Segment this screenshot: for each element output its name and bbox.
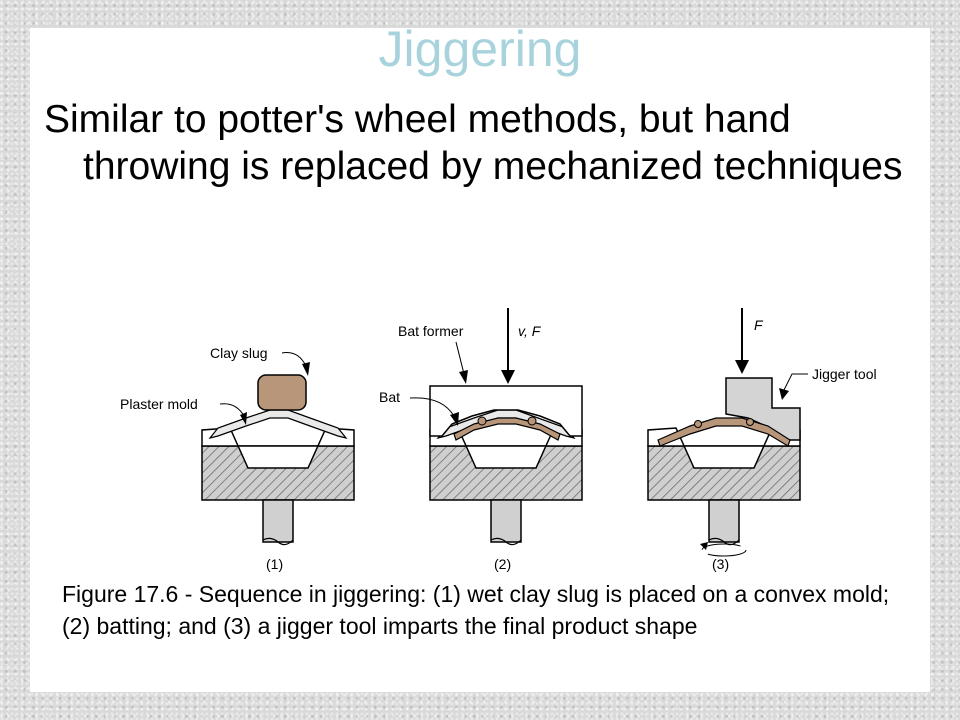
spindle-1 — [262, 499, 294, 543]
force-arrow-2-head — [501, 370, 515, 384]
arrow-clay-slug — [302, 362, 310, 376]
slide-title: Jiggering — [378, 21, 582, 77]
clay-shape-3 — [657, 417, 791, 447]
leader-bat — [409, 397, 455, 417]
arrow-bat — [450, 412, 459, 426]
leader-plaster-mold — [219, 403, 245, 417]
step-label-2: (2) — [494, 556, 511, 572]
jiggering-figure: Clay slug Plaster mold (1) v, F Bat form… — [120, 308, 877, 572]
spindle-2-break — [490, 537, 522, 546]
label-bat: Bat — [379, 389, 400, 405]
leader-bat-former — [455, 341, 465, 375]
stage-3: F Jigger tool (3) — [647, 308, 877, 572]
stage-2: v, F Bat former Bat (2) — [379, 308, 583, 572]
label-force-vf: v, F — [518, 323, 542, 339]
clay-bump-left-3 — [694, 420, 702, 428]
label-clay-slug: Clay slug — [210, 345, 268, 361]
arrow-bat-former — [459, 370, 468, 384]
label-force-f: F — [754, 317, 764, 333]
leader-jigger-tool — [783, 373, 808, 391]
label-jigger-tool: Jigger tool — [812, 366, 877, 382]
clay-slug-1 — [257, 374, 307, 411]
stage-1: Clay slug Plaster mold (1) — [120, 345, 355, 572]
label-plaster-mold: Plaster mold — [120, 396, 198, 412]
mold-1-rim — [208, 409, 348, 440]
mold-1-convex — [201, 427, 355, 469]
rotation-arrow-3-head — [700, 542, 708, 550]
spindle-2 — [490, 499, 522, 543]
spindle-3-break — [708, 537, 740, 546]
arrow-jigger-tool — [779, 388, 789, 400]
force-arrow-3-head — [735, 360, 749, 374]
rotation-arrow-3 — [701, 543, 747, 557]
bat-bump-right — [527, 416, 537, 426]
bat-bump-left — [477, 416, 487, 426]
slide: Jiggering Similar to potter's wheel meth… — [30, 22, 930, 692]
bat-former — [429, 385, 583, 437]
jigger-tool — [725, 377, 801, 441]
bullet-text: Similar to potter's wheel methods, but h… — [44, 98, 903, 188]
step-label-3: (3) — [712, 556, 729, 572]
arrow-plaster-mold — [240, 412, 247, 425]
step-label-1: (1) — [266, 556, 283, 572]
figure-caption: Figure 17.6 - Sequence in jiggering: (1)… — [62, 581, 890, 639]
spindle-3 — [708, 499, 740, 543]
spindle-1-break — [262, 537, 294, 546]
clay-bump-right-3 — [746, 418, 754, 426]
label-bat-former: Bat former — [398, 323, 464, 339]
